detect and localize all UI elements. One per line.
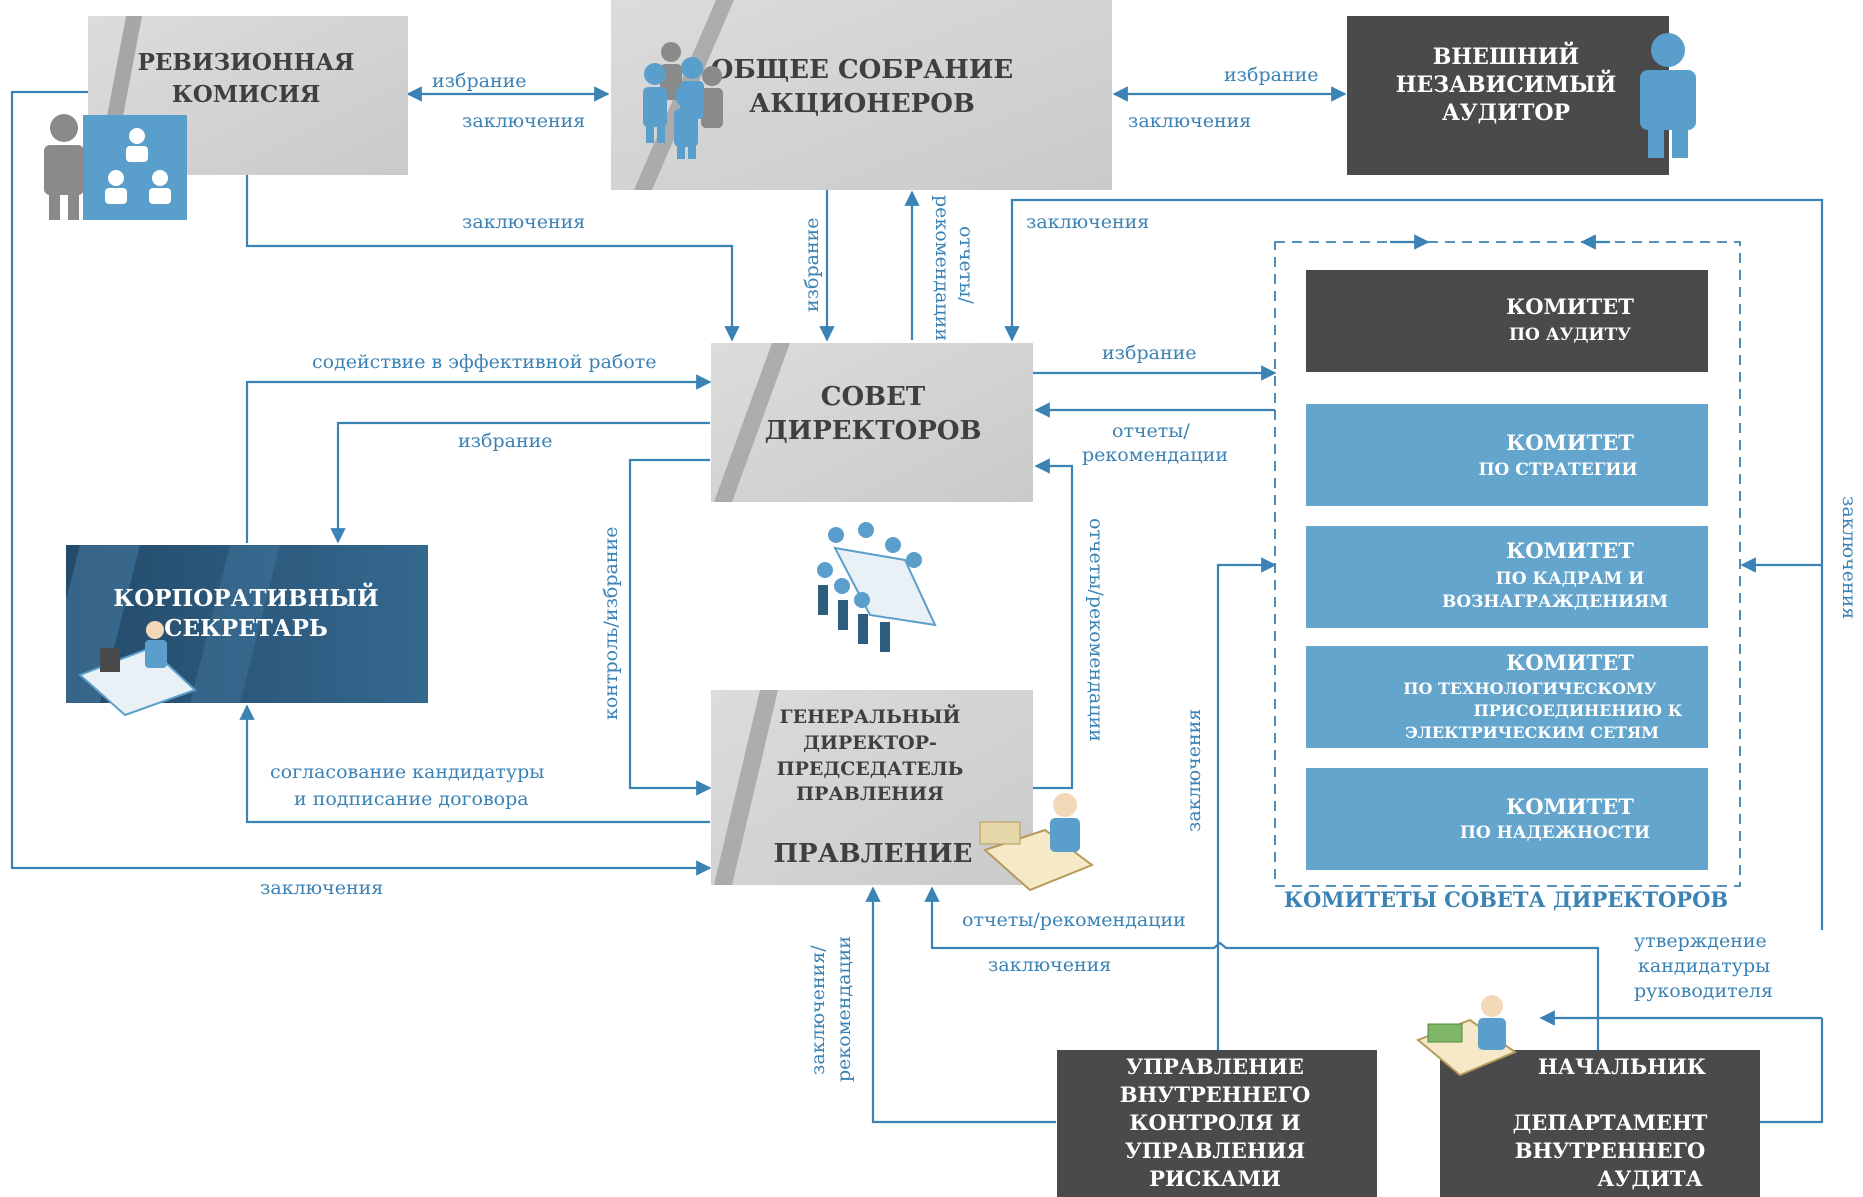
board-of-directors-box: СОВЕТ ДИРЕКТОРОВ	[711, 343, 1033, 502]
internal-audit-box: НАЧАЛЬНИК ДЕПАРТАМЕНТ ВНУТРЕННЕГО АУДИТА	[1440, 1050, 1760, 1197]
auditor-title-2: НЕЗАВИСИМЫЙ	[1396, 69, 1617, 98]
committee-hr: КОМИТЕТ ПО КАДРАМ И ВОЗНАГРАЖДЕНИЯМ	[1306, 526, 1708, 628]
label-election-committees: избрание	[1102, 342, 1197, 364]
committee-hr-title: КОМИТЕТ	[1506, 538, 1634, 563]
label-reports-committees-2: рекомендации	[1082, 444, 1228, 466]
label-approval-2: и подписание договора	[294, 788, 529, 810]
internal-control-title-1: УПРАВЛЕНИЕ	[1126, 1054, 1304, 1079]
label-conclusions-control-ceo-1: заключения/	[807, 945, 829, 1075]
committee-audit: КОМИТЕТ ПО АУДИТУ	[1306, 270, 1708, 372]
committee-tech-title: КОМИТЕТ	[1506, 650, 1634, 675]
revision-people-icon	[44, 114, 187, 220]
internal-control-box: УПРАВЛЕНИЕ ВНУТРЕННЕГО КОНТРОЛЯ И УПРАВЛ…	[1057, 1050, 1377, 1197]
internal-control-title-3: КОНТРОЛЯ И	[1129, 1110, 1300, 1135]
committees-group-title: КОМИТЕТЫ СОВЕТА ДИРЕКТОРОВ	[1284, 887, 1728, 912]
label-election-gm-board: избрание	[801, 217, 823, 312]
label-reports-gm-1: рекомендации	[931, 195, 953, 341]
ceo-title-2: ДИРЕКТОР-	[803, 732, 937, 754]
internal-control-title-4: УПРАВЛЕНИЯ	[1125, 1138, 1305, 1163]
committee-hr-sub-1: ПО КАДРАМ И	[1496, 569, 1645, 589]
audit-head-desk-icon	[1416, 995, 1518, 1077]
revision-title-1: РЕВИЗИОННАЯ	[138, 49, 355, 76]
general-meeting-title-1: ОБЩЕЕ СОБРАНИЕ	[711, 55, 1013, 85]
label-conclusions-control: заключения	[1183, 709, 1205, 832]
general-meeting-title-2: АКЦИОНЕРОВ	[749, 89, 975, 119]
label-approval-head-3: руководителя	[1634, 980, 1773, 1002]
audit-head-title-1: НАЧАЛЬНИК	[1538, 1054, 1706, 1079]
committee-hr-sub-2: ВОЗНАГРАЖДЕНИЯМ	[1442, 592, 1668, 612]
label-reports-audit: отчеты/рекомендации	[962, 909, 1186, 931]
label-conclusions-audit: заключения	[988, 954, 1111, 976]
ceo-management-box: ГЕНЕРАЛЬНЫЙ ДИРЕКТОР- ПРЕДСЕДАТЕЛЬ ПРАВЛ…	[711, 690, 1033, 885]
label-reports-gm-2: отчеты/	[955, 226, 977, 304]
revision-commission-box: РЕВИЗИОННАЯ КОМИСИЯ	[88, 16, 408, 175]
committee-tech-sub-2: ПРИСОЕДИНЕНИЮ К	[1474, 701, 1683, 720]
label-approval-head-2: кандидатуры	[1638, 955, 1770, 977]
label-reports-committees-1: отчеты/	[1112, 420, 1190, 442]
committee-audit-sub: ПО АУДИТУ	[1509, 325, 1631, 345]
label-approval-head-1: утверждение	[1634, 930, 1767, 952]
secretary-title-2: СЕКРЕТАРЬ	[164, 615, 328, 642]
corporate-secretary-box: КОРПОРАТИВНЫЙ СЕКРЕТАРЬ	[66, 545, 428, 703]
committee-strategy: КОМИТЕТ ПО СТРАТЕГИИ	[1306, 404, 1708, 506]
label-conclusions-control-ceo-2: рекомендации	[833, 936, 855, 1082]
committee-tech-sub-1: ПО ТЕХНОЛОГИЧЕСКОМУ	[1403, 679, 1656, 698]
audit-head-title-2: ДЕПАРТАМЕНТ	[1513, 1110, 1708, 1135]
label-conclusions-left: заключения	[260, 877, 383, 899]
internal-control-title-5: РИСКАМИ	[1149, 1166, 1281, 1191]
secretary-title-1: КОРПОРАТИВНЫЙ	[113, 583, 378, 612]
auditor-title-3: АУДИТОР	[1442, 100, 1570, 126]
label-election-revision: избрание	[432, 70, 527, 92]
label-control-election: контроль/избрание	[600, 527, 622, 720]
label-approval-1: согласование кандидатуры	[270, 761, 544, 783]
committee-tech: КОМИТЕТ ПО ТЕХНОЛОГИЧЕСКОМУ ПРИСОЕДИНЕНИ…	[1306, 646, 1708, 748]
ceo-title-4: ПРАВЛЕНИЯ	[796, 783, 944, 805]
ceo-title-3: ПРЕДСЕДАТЕЛЬ	[777, 758, 964, 780]
management-board-title: ПРАВЛЕНИЕ	[773, 839, 972, 869]
connectors	[10, 86, 1824, 1124]
committee-strategy-title: КОМИТЕТ	[1506, 430, 1634, 455]
secretary-desk-icon	[78, 621, 197, 717]
ceo-desk-icon	[979, 793, 1095, 892]
board-title-1: СОВЕТ	[821, 382, 926, 412]
committee-reliability-sub: ПО НАДЕЖНОСТИ	[1460, 823, 1650, 843]
label-conclusions-far-right: заключения	[1838, 496, 1860, 619]
shareholders-icon	[643, 42, 723, 159]
meeting-table-icon	[817, 522, 937, 652]
committee-tech-sub-3: ЭЛЕКТРИЧЕСКИМ СЕТЯМ	[1405, 723, 1659, 742]
label-reports-ceo-board: отчеты/рекомендации	[1085, 518, 1107, 742]
committee-reliability-title: КОМИТЕТ	[1506, 794, 1634, 819]
label-conclusions-revision-board: заключения	[462, 211, 585, 233]
audit-head-title-3: ВНУТРЕННЕГО	[1515, 1138, 1706, 1163]
audit-head-title-4: АУДИТА	[1597, 1166, 1702, 1191]
internal-control-title-2: ВНУТРЕННЕГО	[1120, 1082, 1311, 1107]
label-assistance: содействие в эффективной работе	[312, 351, 657, 373]
label-election-auditor: избрание	[1224, 64, 1319, 86]
label-conclusions-right: заключения	[1026, 211, 1149, 233]
external-auditor-box: ВНЕШНИЙ НЕЗАВИСИМЫЙ АУДИТОР	[1347, 16, 1669, 175]
label-election-secretary: избрание	[458, 430, 553, 452]
auditor-title-1: ВНЕШНИЙ	[1433, 41, 1579, 70]
committee-audit-title: КОМИТЕТ	[1506, 294, 1634, 319]
label-conclusions-revision: заключения	[462, 110, 585, 132]
revision-title-2: КОМИСИЯ	[172, 81, 320, 108]
committees-group: КОМИТЕТЫ СОВЕТА ДИРЕКТОРОВ КОМИТЕТ ПО АУ…	[1274, 234, 1741, 912]
committee-reliability: КОМИТЕТ ПО НАДЕЖНОСТИ	[1306, 768, 1708, 870]
auditor-person-icon	[1640, 33, 1696, 158]
ceo-title-1: ГЕНЕРАЛЬНЫЙ	[779, 704, 960, 728]
arrow-labels: избрание заключения избрание заключения …	[260, 64, 1860, 1082]
label-conclusions-auditor: заключения	[1128, 110, 1251, 132]
committee-strategy-sub: ПО СТРАТЕГИИ	[1478, 460, 1637, 480]
board-title-2: ДИРЕКТОРОВ	[765, 416, 982, 446]
